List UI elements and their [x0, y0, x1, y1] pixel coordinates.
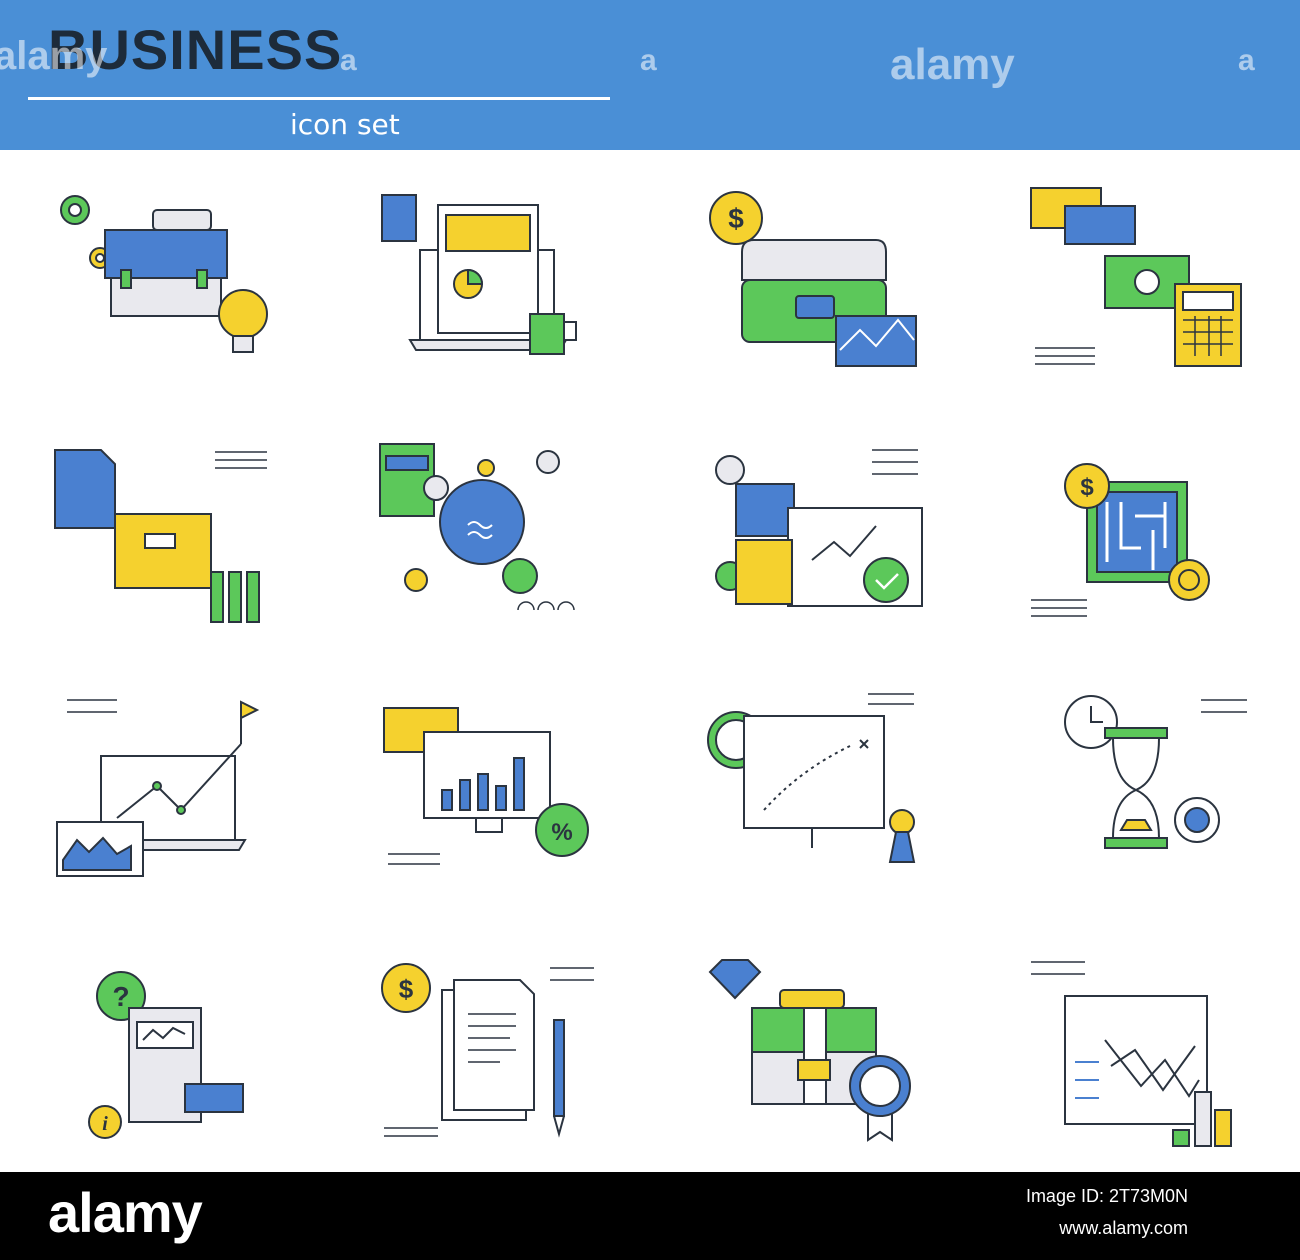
cash-card-calculator-icon — [1025, 180, 1265, 390]
header-banner: BUSINESS icon set alamy a a alamy a — [0, 0, 1300, 150]
maze-coin-icon: $ — [1025, 430, 1265, 640]
svg-text:%: % — [551, 819, 572, 846]
money-portfolio-icon: $ — [700, 180, 940, 390]
watermark-text: a — [340, 44, 357, 77]
svg-text:$: $ — [1080, 474, 1094, 501]
watermark-text: alamy — [0, 34, 108, 78]
puzzle-strategy-icon — [700, 430, 940, 640]
faq-document-icon: ? i — [45, 950, 285, 1160]
site-url: www.alamy.com — [1059, 1218, 1188, 1238]
time-management-icon — [1025, 680, 1265, 890]
icon-grid: $ — [0, 160, 1300, 1160]
watermark-text: a — [640, 44, 657, 77]
page-title: BUSINESS — [48, 18, 343, 81]
game-plan-icon — [700, 680, 940, 890]
svg-text:$: $ — [728, 203, 744, 234]
sales-monitor-icon: % — [370, 680, 610, 890]
svg-text:i: i — [102, 1113, 108, 1135]
laptop-report-icon — [370, 180, 610, 390]
svg-text:?: ? — [112, 981, 129, 1012]
footer-bar: alamy Image ID: 2T73M0N www.alamy.com — [0, 1172, 1300, 1260]
watermark-text: a — [1238, 44, 1255, 77]
image-id-label: Image ID: 2T73M0N — [1025, 1186, 1188, 1206]
premium-case-icon — [700, 950, 940, 1160]
network-hub-icon — [370, 430, 610, 640]
watermark-text: alamy — [890, 40, 1015, 89]
page-subtitle: icon set — [290, 108, 400, 141]
presentation-chart-icon — [1025, 950, 1265, 1160]
briefcase-idea-icon — [45, 180, 285, 390]
footer-logo: alamy — [48, 1181, 203, 1244]
growth-goal-icon — [45, 680, 285, 890]
documents-folder-icon — [45, 430, 285, 640]
contract-payment-icon: $ — [370, 950, 610, 1160]
title-underline — [28, 97, 610, 100]
svg-text:$: $ — [399, 974, 414, 1004]
